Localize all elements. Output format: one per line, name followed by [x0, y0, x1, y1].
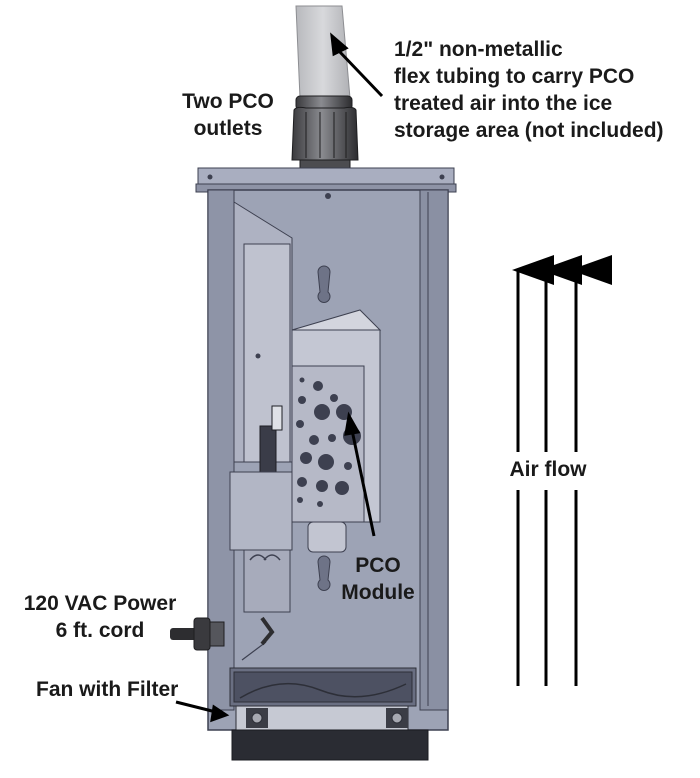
tubing-label-line-3: treated air into the ice	[394, 92, 613, 115]
pco-module-label: PCO Module	[326, 552, 430, 606]
outlets-label-line-1: Two PCO	[182, 90, 274, 113]
power-label-line-2: 6 ft. cord	[55, 619, 145, 642]
power-cord	[170, 616, 275, 651]
air-flow-label: Air flow	[509, 458, 587, 481]
pco-module-callout-line	[350, 429, 376, 537]
pco-module-label-line-1: PCO	[355, 554, 401, 577]
internal-baffle	[233, 201, 293, 463]
power-label-line-1: 120 VAC Power	[23, 592, 177, 615]
pco-module-callout-head	[344, 411, 361, 436]
fan-assembly	[229, 667, 429, 761]
tubing-label-line-2: flex tubing to carry PCO	[394, 65, 635, 88]
tubing-callout-head	[330, 32, 349, 57]
tubing-callout-line	[336, 48, 384, 98]
lower-bracket	[229, 471, 293, 661]
fan-callout-line	[175, 700, 217, 714]
pco-outlet-fitting	[291, 95, 359, 171]
housing-top	[195, 167, 457, 193]
pco-module-label-line-2: Module	[341, 581, 415, 604]
air-flow-label-bg	[500, 452, 596, 490]
tubing-label-line-1: 1/2" non-metallic	[394, 38, 563, 61]
fan-callout-head	[210, 704, 230, 723]
pco-module	[291, 309, 382, 591]
keyhole-mount	[317, 265, 331, 303]
tubing-label: 1/2" non-metallic flex tubing to carry P…	[394, 36, 664, 144]
outlets-label-line-2: outlets	[193, 117, 263, 140]
fan-label: Fan with Filter	[36, 678, 179, 701]
callout-lines	[175, 32, 384, 723]
power-label: 120 VAC Power 6 ft. cord	[10, 590, 190, 644]
outlets-label: Two PCO outlets	[166, 88, 290, 142]
tubing-label-line-4: storage area (not included)	[394, 119, 664, 142]
